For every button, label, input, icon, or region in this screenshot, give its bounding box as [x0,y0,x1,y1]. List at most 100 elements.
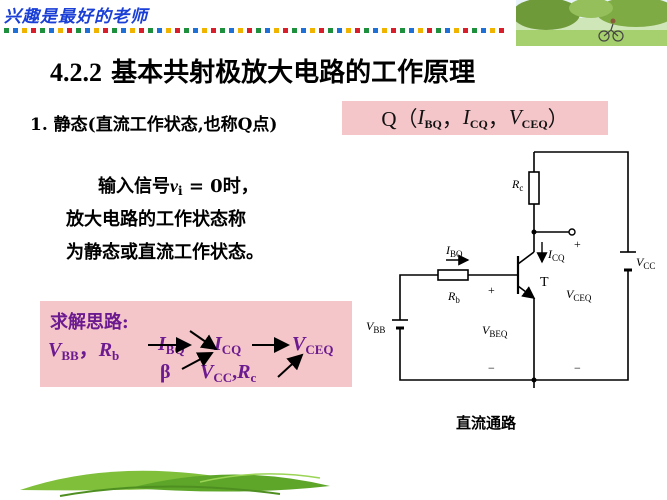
decor-dot [256,28,261,33]
q-point-box: Q（ IBQ ， ICQ ， VCEQ ） [342,101,608,135]
label-vbb: VBB [366,319,385,335]
solution-title: 求解思路: [50,312,129,333]
decor-dot [373,28,378,33]
decor-dot [121,28,126,33]
decor-dot [328,28,333,33]
decor-dot [22,28,27,33]
decor-dot [31,28,36,33]
wire-right-bottom [534,270,629,381]
decor-dot [319,28,324,33]
decor-dot [40,28,45,33]
decor-dot [175,28,180,33]
decor-dot [355,28,360,33]
decor-dot [337,28,342,33]
decor-dot [490,28,495,33]
label-vbeq: VBEQ [482,323,508,339]
label-ibq: IBQ [445,243,463,259]
decor-dot [193,28,198,33]
decor-dot [94,28,99,33]
arrow-ibq-icq [189,330,218,351]
q-vceq: VCEQ [508,104,548,131]
label-vceq: VCEQ [566,287,592,303]
decor-dot [202,28,207,33]
static-state-label: 1. 静态(直流工作状态,也称Q点) [30,115,278,135]
decor-dot [148,28,153,33]
decor-dot [472,28,477,33]
decor-dot [166,28,171,33]
arrow-vcc-vceq [277,353,304,378]
decor-dot [85,28,90,33]
decor-dot [67,28,72,33]
label-vcc: VCC [636,255,655,271]
decor-dot [238,28,243,33]
circuit-caption: 直流通路 [456,414,517,432]
description-line-3: 为静态或直流工作状态。 [66,242,264,263]
decor-dot [76,28,81,33]
label-rb: Rb [447,289,460,305]
minus-vceq: − [574,361,581,375]
decor-dot [220,28,225,33]
decor-dot [364,28,369,33]
decorative-dots [4,28,504,33]
label-rc: Rc [511,177,523,193]
arrow-beta-icq [181,352,214,370]
decor-dot [274,28,279,33]
decor-dot [49,28,54,33]
solution-icq: ICQ [214,333,242,357]
decor-dot [229,28,234,33]
decor-dot [184,28,189,33]
label-icq: ICQ [547,247,565,263]
description-line-1: 输入信号vi = 0时， [98,176,259,198]
page-title: 4.2.2 基本共射极放大电路的工作原理 [50,52,475,89]
q-ibq: IBQ [417,104,442,131]
decor-dot [391,28,396,33]
solution-arrows [148,330,304,378]
decor-dot [481,28,486,33]
solution-beta: β [160,361,171,383]
decor-dot [445,28,450,33]
decor-dot [13,28,18,33]
decor-dot [427,28,432,33]
solution-vbb-rb: VBB，Rb [48,339,120,363]
dc-path-circuit: Rc IBQ ICQ Rb VCEQ VBEQ VBB VCC T + + − … [366,151,655,388]
decor-dot [418,28,423,33]
decor-dot [265,28,270,33]
decor-dot [310,28,315,33]
decor-dot [454,28,459,33]
plus-vbeq: + [488,283,495,297]
decor-dot [58,28,63,33]
decor-dot [292,28,297,33]
section-title: 基本共射极放大电路的工作原理 [111,58,476,88]
decor-dot [247,28,252,33]
decor-dot [499,28,504,33]
q-icq: ICQ [462,104,488,131]
decor-dot [139,28,144,33]
decor-dot [112,28,117,33]
decor-dot [400,28,405,33]
decor-dot [130,28,135,33]
description-line-2: 放大电路的工作状态称 [66,209,246,230]
decor-dot [463,28,468,33]
decor-dot [157,28,162,33]
footer-leaves [20,470,330,497]
decor-dot [436,28,441,33]
solution-vceq: VCEQ [292,333,334,357]
decor-dot [211,28,216,33]
decor-dot [301,28,306,33]
label-transistor: T [540,275,549,290]
header-photo [516,0,667,46]
solution-box [40,301,352,387]
decor-dot [103,28,108,33]
decor-dot [346,28,351,33]
rc-resistor [528,171,540,205]
motto-banner: 兴趣是最好的老师 [4,7,148,27]
wire-top-right [534,151,629,252]
decor-dot [382,28,387,33]
plus-vceq: + [574,237,581,251]
decor-dot [4,28,9,33]
decor-dot [283,28,288,33]
decor-dot [409,28,414,33]
section-number: 4.2.2 [50,58,102,87]
minus-vbeq: − [488,361,495,375]
rb-resistor [437,269,469,281]
